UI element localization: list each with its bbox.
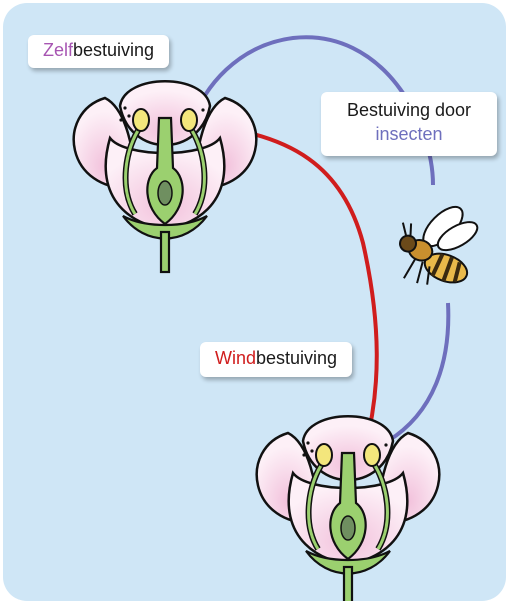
wind-pollination-label: Windbestuiving <box>200 342 352 377</box>
insect-pollination-label: Bestuiving door insecten <box>321 92 497 156</box>
insect-pollination-arrow-lower <box>388 303 448 441</box>
wind-pollination-rest: bestuiving <box>256 348 337 368</box>
flower-illustration-top <box>74 81 257 272</box>
self-pollination-rest: bestuiving <box>73 40 154 60</box>
self-pollination-label: Zelfbestuiving <box>28 35 169 68</box>
insect-pollination-line1: Bestuiving door <box>321 92 497 122</box>
bee-illustration <box>385 187 489 298</box>
flower-illustration-bottom <box>257 416 440 601</box>
diagram-panel: Zelfbestuiving Bestuiving door insecten … <box>3 3 506 601</box>
insect-pollination-line2: insecten <box>375 124 442 144</box>
self-pollination-highlight: Zelf <box>43 40 73 60</box>
wind-pollination-highlight: Wind <box>215 348 256 368</box>
